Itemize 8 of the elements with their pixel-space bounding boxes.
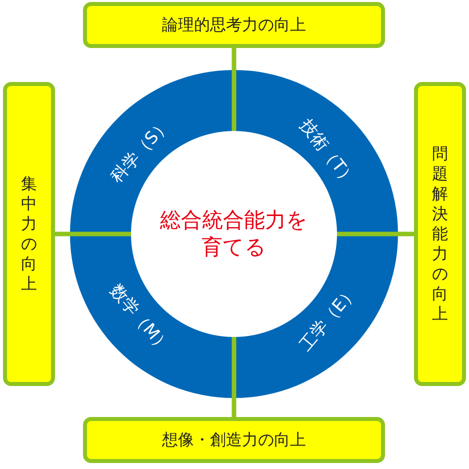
skill-box: 想像・創造力の向上 (83, 417, 385, 463)
connector-line (337, 232, 414, 236)
connector-line (232, 337, 236, 417)
skill-box: 問題解決能力の向上 (414, 82, 466, 386)
skill-box: 集中力の向上 (3, 82, 55, 386)
connector-line (55, 232, 131, 236)
connector-line (232, 48, 236, 131)
skill-box: 論理的思考力の向上 (83, 2, 385, 48)
